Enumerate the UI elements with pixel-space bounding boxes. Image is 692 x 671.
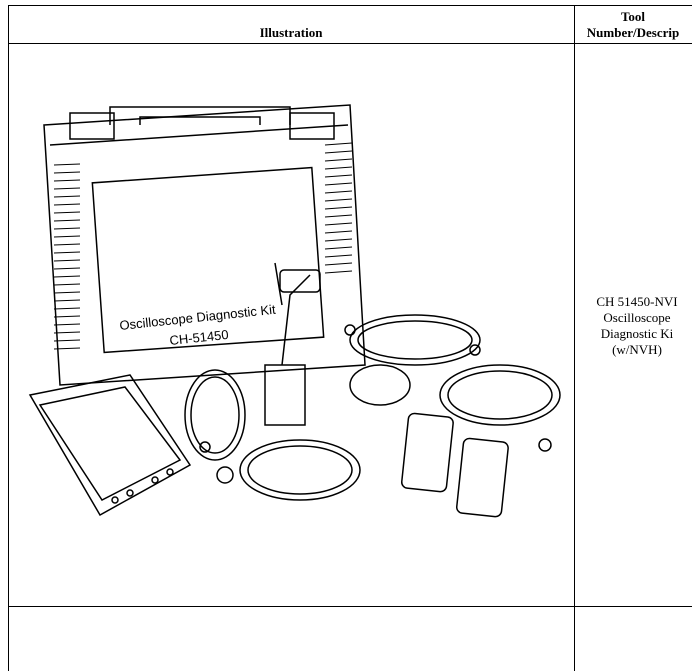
magnetic-stand (264, 262, 321, 426)
header-illustration: Illustration (259, 25, 323, 40)
cable-coils (184, 314, 561, 501)
tool-number: CH 51450-NVI (596, 294, 678, 309)
sensor-modules (400, 412, 509, 518)
header-tool-line2: Number/Descrip (586, 25, 680, 40)
case-handle (69, 106, 335, 140)
table-left-border (8, 5, 9, 671)
tool-description-line2: Diagnostic Ki (600, 326, 674, 341)
tool-table: Illustration Tool Number/Descrip CH 5145… (8, 5, 692, 671)
case-label-line1: Oscilloscope Diagnostic Kit (119, 302, 277, 333)
case-label-line2: CH-51450 (169, 327, 230, 348)
carrying-case: Oscilloscope Diagnostic Kit CH-51450 (43, 104, 366, 386)
header-bottom-border (8, 43, 692, 44)
vci-module (28, 374, 192, 517)
row-bottom-border (8, 606, 692, 607)
tool-description-line3: (w/NVH) (612, 342, 662, 357)
oscilloscope-kit-illustration: Oscilloscope Diagnostic Kit CH-51450 (20, 95, 570, 555)
header-tool-line1: Tool (620, 9, 646, 24)
table-top-border (8, 5, 692, 6)
column-divider (574, 5, 575, 671)
tool-description-line1: Oscilloscope (603, 310, 671, 325)
